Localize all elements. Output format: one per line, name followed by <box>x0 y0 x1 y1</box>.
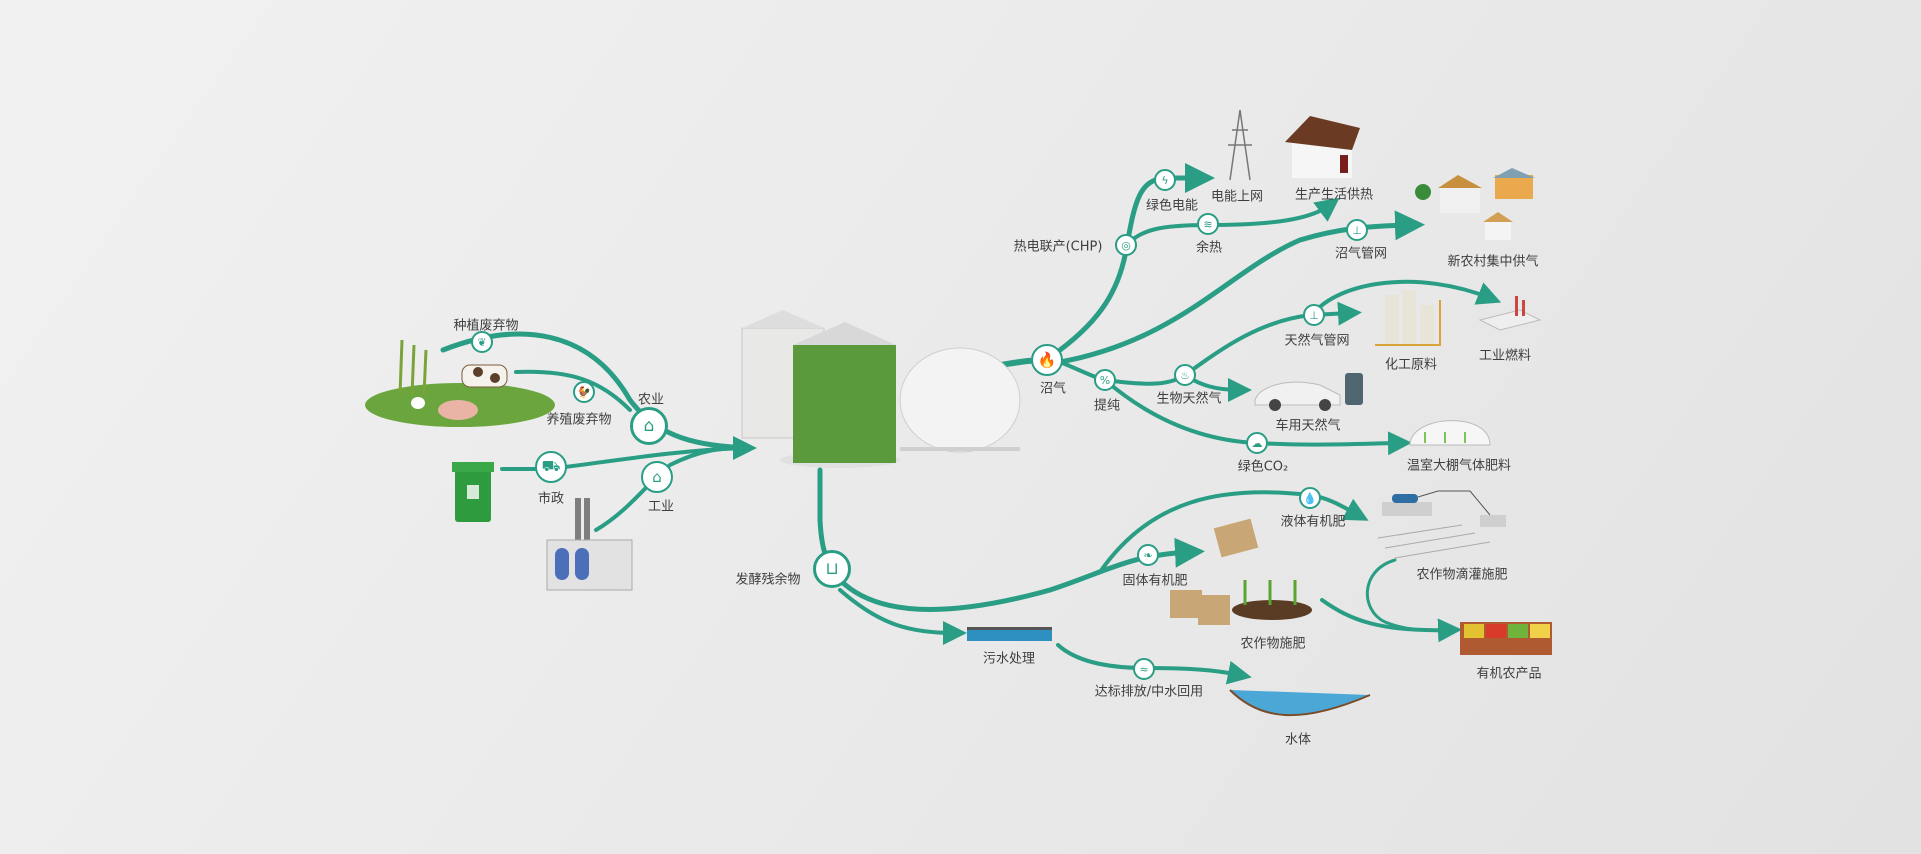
produce-crate-illustration <box>1460 622 1552 655</box>
drip-irrigation-illustration <box>1377 490 1506 559</box>
label-waste-heat: 余热 <box>1195 240 1223 256</box>
leaf-icon: ❦ <box>471 331 493 353</box>
drop-icon: 💧 <box>1299 487 1321 509</box>
flow-planting <box>440 331 748 451</box>
label-purification: 提纯 <box>1093 398 1121 414</box>
label-natural-gas-pipeline: 天然气管网 <box>1284 333 1350 349</box>
label-green-power: 绿色电能 <box>1145 198 1199 214</box>
power-tower-illustration <box>1228 109 1252 181</box>
water-body-illustration <box>1229 689 1371 717</box>
label-livestock-waste: 养殖废弃物 <box>546 412 612 428</box>
fertilizer-bags-illustration <box>1170 518 1312 625</box>
truck-icon: ⛟ <box>535 451 567 483</box>
label-village-gas: 新农村集中供气 <box>1447 254 1539 270</box>
label-liquid-fertilizer: 液体有机肥 <box>1280 514 1346 530</box>
label-organic-products: 有机农产品 <box>1476 666 1542 682</box>
label-crop-fertilizing: 农作物施肥 <box>1240 636 1306 652</box>
label-agriculture: 农业 <box>637 392 665 408</box>
village-illustration <box>1415 168 1535 240</box>
pipe-icon: ⊥ <box>1346 219 1368 241</box>
co2-cloud-icon: ☁ <box>1246 432 1268 454</box>
chemical-plant-illustration <box>1375 290 1441 346</box>
purify-icon: % <box>1094 369 1116 391</box>
flame-icon: 🔥 <box>1031 344 1063 376</box>
label-wastewater: 污水处理 <box>982 651 1036 667</box>
label-vehicle-gas: 车用天然气 <box>1275 418 1341 434</box>
label-industry: 工业 <box>647 499 675 515</box>
flow-liquid <box>1098 490 1369 574</box>
bin-illustration <box>452 462 494 522</box>
label-solid-fertilizer: 固体有机肥 <box>1122 573 1188 589</box>
flame-icon: ♨ <box>1174 364 1196 386</box>
house-illustration <box>1285 116 1360 178</box>
digester-tanks <box>741 310 1021 468</box>
farm-icon: ⌂ <box>630 407 668 445</box>
label-discharge: 达标排放/中水回用 <box>1094 684 1204 700</box>
farm-illustration <box>365 339 555 427</box>
label-grid: 电能上网 <box>1210 189 1264 205</box>
chicken-icon: 🐓 <box>573 381 595 403</box>
factory-illustration <box>546 498 633 591</box>
residue-bucket-icon: ⊔ <box>813 550 851 588</box>
label-heating: 生产生活供热 <box>1294 187 1374 203</box>
label-chp: 热电联产(CHP) <box>1013 239 1103 255</box>
flow-industry <box>594 436 757 532</box>
heat-icon: ◎ <box>1115 234 1137 256</box>
label-municipal: 市政 <box>537 491 565 507</box>
label-biogas: 沼气 <box>1039 381 1067 397</box>
greenhouse-illustration <box>1409 420 1491 446</box>
label-biomethane: 生物天然气 <box>1156 391 1222 407</box>
industrial-fuel-illustration <box>1478 296 1542 331</box>
label-greenhouse: 温室大棚气体肥料 <box>1406 458 1512 474</box>
flow-drip-products <box>1365 558 1452 632</box>
water-wave-icon: ≈ <box>1133 658 1155 680</box>
pipe-icon: ⊥ <box>1303 304 1325 326</box>
flow-industrial-fuel <box>1310 279 1502 317</box>
label-residue: 发酵残余物 <box>735 572 801 588</box>
label-drip-irrigation: 农作物滴灌施肥 <box>1416 567 1508 583</box>
bolt-icon: ϟ <box>1154 169 1176 191</box>
wastewater-plant-illustration <box>967 627 1052 641</box>
heat-icon: ≋ <box>1197 213 1219 235</box>
factory-icon: ⌂ <box>641 461 673 493</box>
flow-crops-products <box>1320 598 1462 643</box>
flow-wastewater <box>838 588 967 645</box>
label-planting-waste: 种植废弃物 <box>453 318 519 334</box>
label-industrial-fuel: 工业燃料 <box>1478 348 1532 364</box>
car-illustration <box>1254 373 1363 411</box>
label-gas-pipeline: 沼气管网 <box>1334 246 1388 262</box>
leaf-icon: ❧ <box>1137 544 1159 566</box>
flow-livestock <box>514 369 632 412</box>
label-water-body: 水体 <box>1284 732 1312 748</box>
flow-purify <box>1058 360 1187 386</box>
label-chemical-feedstock: 化工原料 <box>1384 357 1438 373</box>
label-green-co2: 绿色CO₂ <box>1237 459 1289 475</box>
